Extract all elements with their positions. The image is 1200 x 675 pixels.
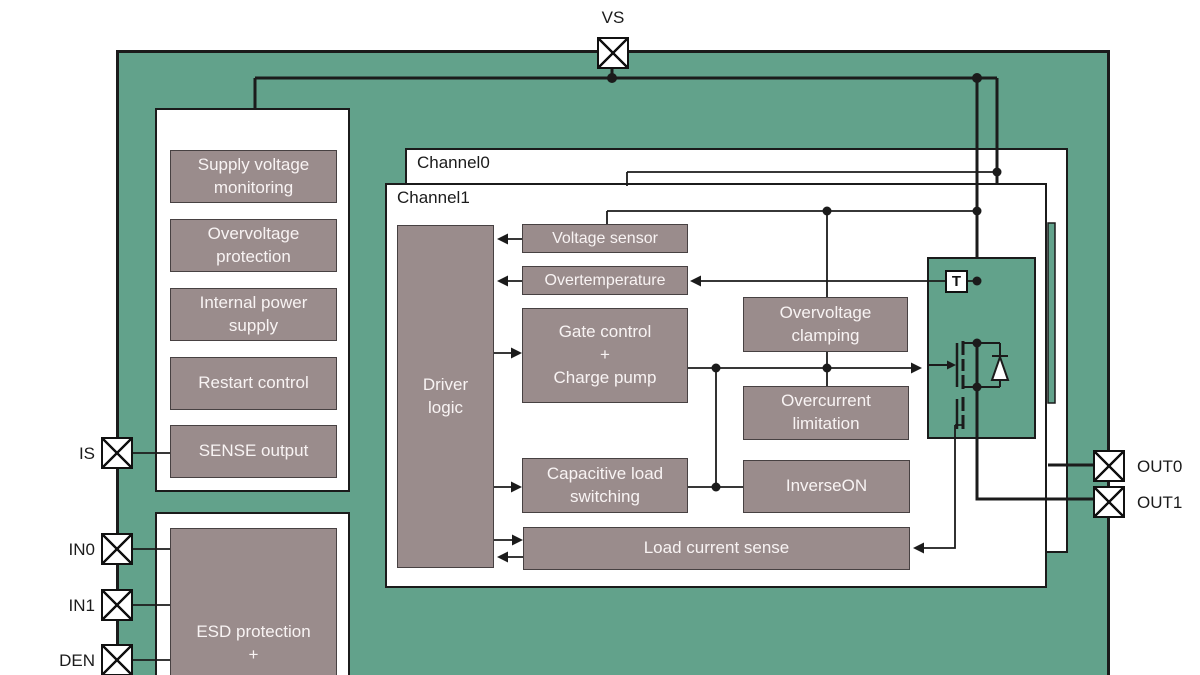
block-overcurrent-limitation: Overcurrent limitation (743, 386, 909, 440)
channel0-label: Channel0 (417, 153, 490, 172)
in1-pin-icon (101, 589, 133, 621)
block-gate-control-charge-pump: Gate control + Charge pump (522, 308, 688, 403)
is-pin-icon (101, 437, 133, 469)
block-driver-logic: Driver logic (397, 225, 494, 568)
block-overvoltage-clamping: Overvoltage clamping (743, 297, 908, 352)
out1-pin-label: OUT1 (1137, 493, 1183, 512)
block-capacitive-load-switching: Capacitive load switching (522, 458, 688, 513)
block-overtemperature: Overtemperature (522, 266, 688, 295)
out1-pin-icon (1093, 486, 1125, 518)
block-restart-control: Restart control (170, 357, 337, 410)
channel1-label: Channel1 (397, 188, 470, 207)
vs-pin-icon (597, 37, 629, 69)
den-pin-icon (101, 644, 133, 675)
den-pin-label: DEN (59, 651, 95, 670)
out0-pin-icon (1093, 450, 1125, 482)
in1-pin-label: IN1 (68, 596, 95, 615)
in0-pin-label: IN0 (68, 540, 95, 559)
out0-pin-label: OUT0 (1137, 457, 1183, 476)
in0-pin-icon (101, 533, 133, 565)
vs-pin-label: VS (601, 8, 625, 27)
block-esd-protection: ESD protection + (170, 528, 337, 675)
block-inverse-on: InverseON (743, 460, 910, 513)
block-voltage-sensor: Voltage sensor (522, 224, 688, 253)
block-overvoltage-protection: Overvoltage protection (170, 219, 337, 272)
block-internal-power-supply: Internal power supply (170, 288, 337, 341)
is-pin-label: IS (78, 444, 95, 463)
block-sense-output: SENSE output (170, 425, 337, 478)
temperature-sensor-icon: T (945, 270, 968, 293)
block-load-current-sense: Load current sense (523, 527, 910, 570)
block-supply-voltage-monitoring: Supply voltage monitoring (170, 150, 337, 203)
